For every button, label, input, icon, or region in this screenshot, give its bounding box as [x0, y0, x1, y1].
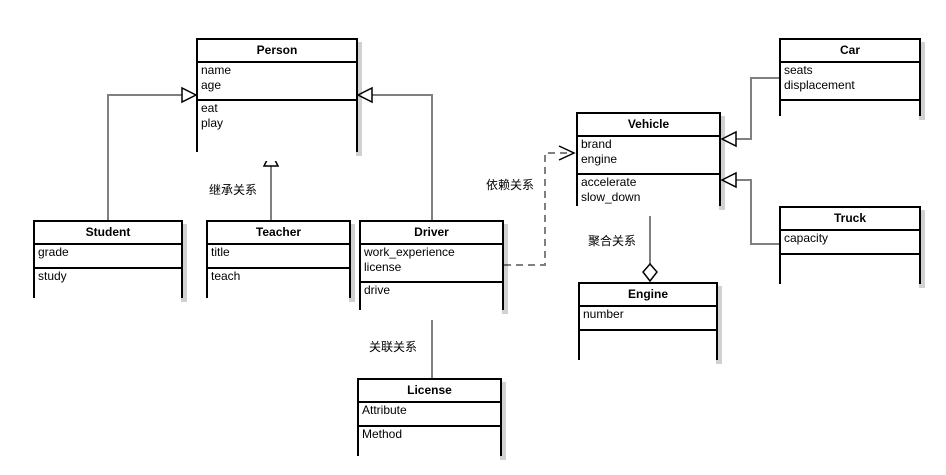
class-member: drive: [364, 283, 391, 297]
class-title-car: Car: [781, 40, 919, 63]
class-attributes-truck: capacity: [781, 231, 919, 255]
class-member: number: [583, 307, 624, 321]
edge-teacher-person: [262, 150, 280, 220]
class-member: accelerate: [581, 175, 637, 189]
uml-class-truck[interactable]: Truck capacity: [779, 206, 921, 294]
class-attributes-teacher: title: [208, 245, 349, 269]
uml-class-teacher[interactable]: Teacher title teach: [206, 220, 351, 308]
class-attributes-student: grade: [35, 245, 181, 269]
class-member: name: [201, 63, 232, 77]
class-title-truck: Truck: [781, 208, 919, 231]
class-attributes-license: Attribute: [359, 403, 500, 427]
class-attributes-car: seats displacement: [781, 63, 919, 101]
class-member: slow_down: [581, 190, 641, 204]
class-methods-student: study: [35, 269, 181, 308]
class-member: capacity: [784, 231, 829, 245]
class-title-engine: Engine: [580, 284, 716, 307]
class-member: work_experience: [364, 245, 455, 259]
class-member: teach: [211, 269, 241, 283]
class-member: eat: [201, 101, 218, 115]
class-member: engine: [581, 152, 618, 166]
class-attributes-engine: number: [580, 307, 716, 331]
edge-label-association: 关联关系: [369, 340, 418, 354]
class-member: title: [211, 245, 230, 259]
class-member: Attribute: [362, 403, 407, 417]
class-member: displacement: [784, 78, 855, 92]
edge-driver-vehicle: [504, 145, 576, 266]
class-title-teacher: Teacher: [208, 222, 349, 245]
class-methods-driver: drive: [361, 283, 502, 320]
class-title-vehicle: Vehicle: [578, 114, 719, 137]
class-attributes-vehicle: brand engine: [578, 137, 719, 175]
edge-label-dependency: 依赖关系: [486, 178, 535, 192]
edge-student-person: [107, 86, 205, 220]
class-member: license: [364, 260, 402, 274]
class-attributes-driver: work_experience license: [361, 245, 502, 283]
class-title-person: Person: [198, 40, 356, 63]
class-methods-engine: [580, 331, 716, 370]
class-member: brand: [581, 137, 612, 151]
class-methods-truck: [781, 255, 919, 294]
class-member: grade: [38, 245, 69, 259]
class-member: seats: [784, 63, 813, 77]
uml-class-vehicle[interactable]: Vehicle brand engine accelerate slow_dow…: [576, 112, 721, 216]
class-attributes-person: name age: [198, 63, 356, 101]
class-member: study: [38, 269, 67, 283]
uml-class-driver[interactable]: Driver work_experience license drive: [359, 220, 504, 320]
class-title-license: License: [359, 380, 500, 403]
uml-class-license[interactable]: License Attribute Method: [357, 378, 502, 466]
uml-class-person[interactable]: Person name age eat play: [196, 38, 358, 161]
class-methods-person: eat play: [198, 101, 356, 161]
edge-driver-person: [349, 86, 433, 220]
class-methods-vehicle: accelerate slow_down: [578, 175, 719, 216]
class-methods-teacher: teach: [208, 269, 349, 308]
class-title-student: Student: [35, 222, 181, 245]
class-title-driver: Driver: [361, 222, 502, 245]
edge-label-aggregation: 聚合关系: [588, 234, 637, 248]
class-member: age: [201, 78, 222, 92]
uml-class-student[interactable]: Student grade study: [33, 220, 183, 308]
edge-truck-vehicle: [720, 171, 779, 245]
edge-vehicle-engine: [642, 206, 658, 283]
class-methods-license: Method: [359, 427, 500, 466]
edge-car-vehicle: [720, 77, 779, 148]
class-member: play: [201, 116, 224, 130]
class-member: Method: [362, 427, 403, 441]
edge-label-inheritance: 继承关系: [209, 183, 258, 197]
uml-class-car[interactable]: Car seats displacement: [779, 38, 921, 126]
class-methods-car: [781, 101, 919, 126]
uml-class-engine[interactable]: Engine number: [578, 282, 718, 370]
